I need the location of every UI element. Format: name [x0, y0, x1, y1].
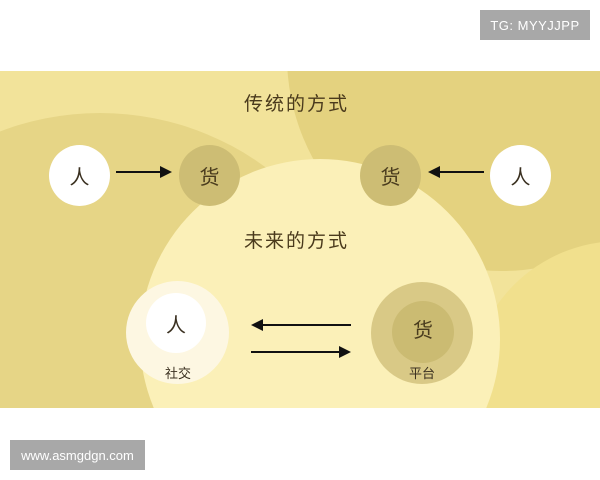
social-label: 社交: [164, 367, 191, 382]
person-node-left: 人: [49, 145, 110, 206]
goods-label: 货: [199, 165, 220, 189]
person-node-social: 人: [146, 293, 206, 353]
platform-core: [392, 301, 454, 363]
platform-label: 平台: [408, 367, 435, 382]
goods-label: 货: [413, 317, 433, 342]
person-label: 人: [69, 165, 90, 189]
goods-node-platform: 货: [392, 297, 454, 359]
goods-node-right: 货: [360, 145, 421, 206]
person-label: 人: [510, 165, 531, 189]
traditional-title: 传统的方式: [244, 93, 350, 115]
diagram-panel: 传统的方式 人 货 货 人 未来的方式 人 社交 货 平台: [0, 71, 600, 408]
arrow-right-icon: [116, 166, 172, 178]
social-core: [146, 293, 206, 353]
goods-node-left: 货: [179, 145, 240, 206]
watermark-tag-bottom: www.asmgdgn.com: [10, 440, 145, 470]
future-title: 未来的方式: [244, 230, 350, 252]
watermark-tag-top: TG: MYYJJPP: [480, 10, 590, 40]
person-label: 人: [166, 312, 186, 337]
arrow-right-icon: [251, 346, 351, 358]
goods-label: 货: [380, 165, 401, 189]
arrow-left-icon: [428, 166, 484, 178]
person-node-right: 人: [490, 145, 551, 206]
arrow-left-icon: [251, 319, 351, 331]
